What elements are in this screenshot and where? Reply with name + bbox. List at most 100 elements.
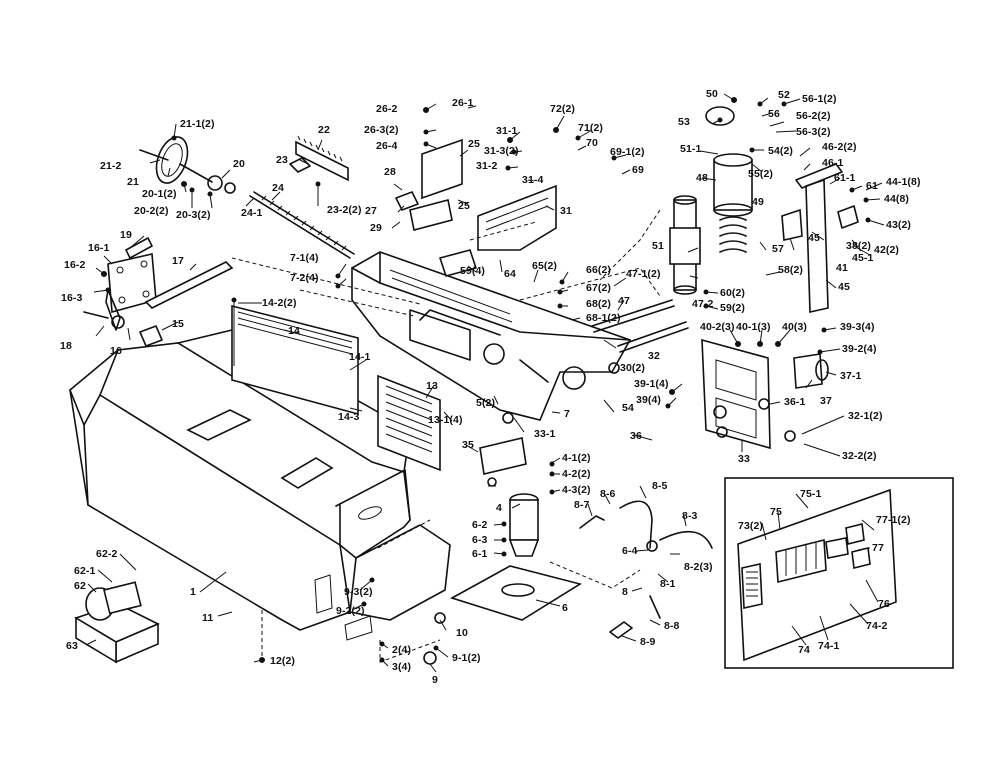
part-label: 54 xyxy=(622,402,634,414)
part-label: 40-2(3) xyxy=(700,321,735,333)
part-label: 47-1(2) xyxy=(626,268,661,280)
part-label: 44-1(8) xyxy=(886,176,921,188)
part-label: 13 xyxy=(426,380,438,392)
part-label: 59(2) xyxy=(720,302,746,314)
part-label: 67(2) xyxy=(586,282,612,294)
part-label: 26-2 xyxy=(376,103,398,115)
part-label: 51-1 xyxy=(680,143,702,155)
part-label: 58(2) xyxy=(778,264,804,276)
part-label: 59(4) xyxy=(460,265,486,277)
bracket-plate-16 xyxy=(83,237,234,347)
part-label: 2(4) xyxy=(392,644,412,656)
part-label: 9-3(2) xyxy=(344,586,373,598)
part-label: 77-1(2) xyxy=(876,514,911,526)
part-label: 56-2(2) xyxy=(796,110,831,122)
part-label: 25 xyxy=(468,138,480,150)
coolant-hoses xyxy=(579,500,713,639)
part-label: 14-2(2) xyxy=(262,297,297,309)
part-label: 75 xyxy=(770,506,782,518)
part-label: 40(3) xyxy=(782,321,808,333)
part-label: 21 xyxy=(127,176,139,188)
part-label: 74-1 xyxy=(818,640,840,652)
part-label: 9-2(2) xyxy=(336,605,365,617)
part-label: 8-8 xyxy=(664,620,680,632)
part-label: 23-2(2) xyxy=(327,204,362,216)
part-label: 45-1 xyxy=(852,252,874,264)
part-label: 63 xyxy=(66,640,78,652)
part-label: 60(2) xyxy=(720,287,746,299)
part-label: 8-6 xyxy=(600,488,616,500)
part-label: 36-1 xyxy=(784,396,806,408)
part-label: 23 xyxy=(276,154,288,166)
part-label: 6-2 xyxy=(472,519,488,531)
part-label: 16 xyxy=(110,345,122,357)
part-label: 1 xyxy=(190,586,196,598)
part-label: 43(2) xyxy=(886,219,912,231)
assembly-lines xyxy=(231,209,661,663)
part-label: 69-1(2) xyxy=(610,146,645,158)
part-label: 10 xyxy=(456,627,468,639)
part-label: 56 xyxy=(768,108,780,120)
part-label: 22 xyxy=(318,124,330,136)
part-label: 7-2(4) xyxy=(290,272,319,284)
part-label: 39-1(4) xyxy=(634,378,669,390)
electrical-inset xyxy=(724,477,954,669)
hand-wheel xyxy=(139,136,236,194)
motor-37 xyxy=(793,353,829,389)
part-label: 9 xyxy=(432,674,438,686)
part-label: 24-1 xyxy=(241,207,263,219)
part-label: 13-1(4) xyxy=(428,414,463,426)
part-label: 15 xyxy=(172,318,184,330)
part-label: 16-1 xyxy=(88,242,110,254)
part-label: 17 xyxy=(172,255,184,267)
part-label: 6-4 xyxy=(622,545,638,557)
part-label: 31 xyxy=(560,205,572,217)
part-label: 37 xyxy=(820,395,832,407)
coolant-pump xyxy=(449,437,583,621)
part-label: 41 xyxy=(836,262,848,274)
part-label: 20-1(2) xyxy=(142,188,177,200)
leader-lines xyxy=(85,93,885,673)
part-label: 53 xyxy=(678,116,690,128)
part-label: 16-2 xyxy=(64,259,86,271)
part-label: 61-1 xyxy=(834,172,856,184)
part-label: 21-2 xyxy=(100,160,122,172)
part-label: 72(2) xyxy=(550,103,576,115)
small-hardware xyxy=(101,97,871,665)
part-label: 8-9 xyxy=(640,636,656,648)
part-label: 20-3(2) xyxy=(176,209,211,221)
part-label: 21-1(2) xyxy=(180,118,215,130)
part-label: 33 xyxy=(738,453,750,465)
part-label: 55(2) xyxy=(748,168,774,180)
part-label: 26-4 xyxy=(376,140,398,152)
part-label: 42(2) xyxy=(874,244,900,256)
part-label: 47-2 xyxy=(692,298,714,310)
part-label: 30(2) xyxy=(620,362,646,374)
part-label: 54(2) xyxy=(768,145,794,157)
part-label: 28 xyxy=(384,166,396,178)
feed-screw xyxy=(249,191,355,259)
part-label: 68-1(2) xyxy=(586,312,621,324)
part-label: 6-3 xyxy=(472,534,488,546)
part-label: 47 xyxy=(618,295,630,307)
part-label: 8-1 xyxy=(660,578,676,590)
part-label: 32 xyxy=(648,350,660,362)
part-label: 44(8) xyxy=(884,193,910,205)
part-label: 9-1(2) xyxy=(452,652,481,664)
part-label: 14-3 xyxy=(338,411,360,423)
part-label: 50 xyxy=(706,88,718,100)
hydraulic-cylinder xyxy=(669,195,701,295)
cylinder-rods xyxy=(591,299,689,374)
part-label: 75-1 xyxy=(800,488,822,500)
part-label: 8-3 xyxy=(682,510,698,522)
saw-bow-arm xyxy=(351,251,632,421)
part-label: 45 xyxy=(838,281,850,293)
part-label: 24 xyxy=(272,182,284,194)
part-label: 31-3(2) xyxy=(484,145,519,157)
part-label: 74-2 xyxy=(866,620,888,632)
part-label: 6-1 xyxy=(472,548,488,560)
part-label: 74 xyxy=(798,644,810,656)
part-label: 32-2(2) xyxy=(842,450,877,462)
part-label: 73(2) xyxy=(738,520,764,532)
